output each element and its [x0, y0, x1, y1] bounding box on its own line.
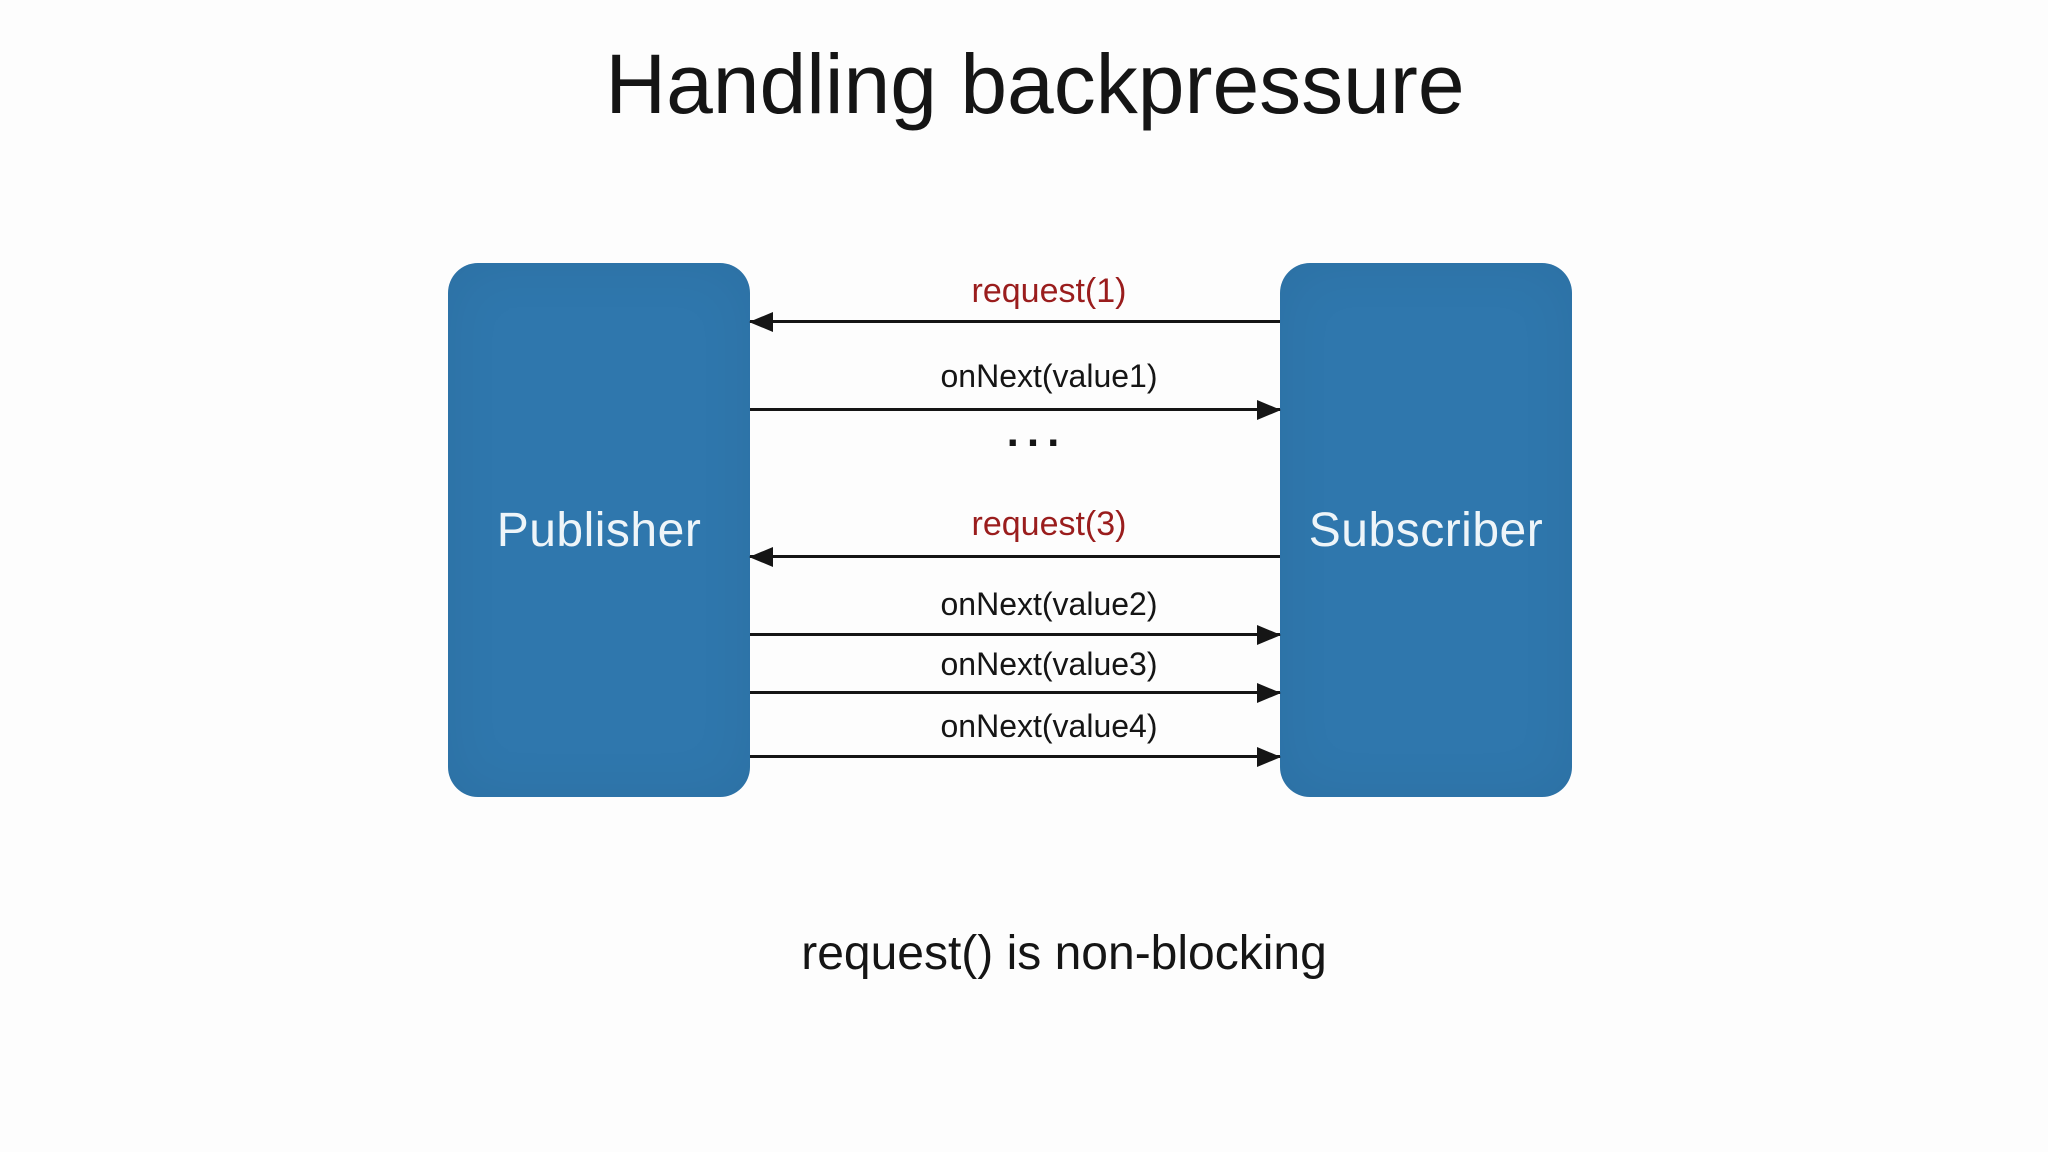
- request-1-arrow-left-icon: [750, 320, 1280, 323]
- onnext-value3-label: onNext(value3): [940, 646, 1158, 682]
- publisher-box: Publisher: [448, 263, 750, 797]
- ellipsis: ...: [1006, 407, 1068, 456]
- publisher-label: Publisher: [496, 503, 702, 557]
- request-3-label: request(3): [971, 505, 1127, 543]
- request-3-arrow-left-icon: [750, 555, 1280, 558]
- onnext-value4-arrow-right-icon: [750, 755, 1280, 758]
- onnext-value4-label: onNext(value4): [940, 708, 1158, 744]
- onnext-value1-arrow-right-icon: [750, 408, 1280, 411]
- onnext-value2-arrow-right-icon: [750, 633, 1280, 636]
- slide-title: Handling backpressure: [605, 37, 1465, 131]
- caption-note: request() is non-blocking: [801, 927, 1327, 980]
- onnext-value3-arrow-right-icon: [750, 691, 1280, 694]
- subscriber-box: Subscriber: [1280, 263, 1572, 797]
- onnext-value1-label: onNext(value1): [940, 358, 1158, 394]
- subscriber-label: Subscriber: [1308, 503, 1544, 557]
- onnext-value2-label: onNext(value2): [940, 586, 1158, 622]
- request-1-label: request(1): [971, 272, 1127, 310]
